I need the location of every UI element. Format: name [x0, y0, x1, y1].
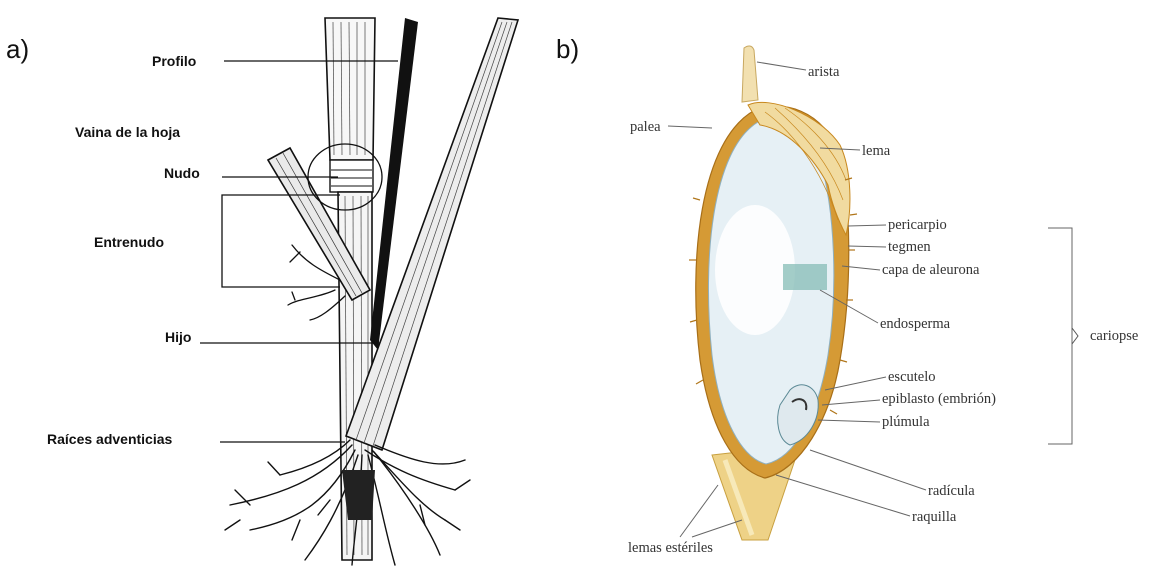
label-lema: lema: [862, 143, 891, 159]
label-entrenudo: Entrenudo: [94, 234, 164, 250]
leader-tegmen: [848, 246, 886, 247]
leader-pericarpio: [848, 225, 886, 226]
label-vaina: Vaina de la hoja: [75, 124, 180, 140]
aleurone-patch: [783, 264, 827, 290]
label-tegmen: tegmen: [888, 239, 931, 255]
leader-radicula: [810, 450, 926, 490]
rice-plant-drawing: [225, 18, 518, 565]
label-arista: arista: [808, 64, 840, 80]
label-epiblasto: epiblasto (embrión): [882, 391, 996, 407]
label-profilo: Profilo: [152, 53, 196, 69]
label-raquilla: raquilla: [912, 509, 957, 525]
label-escutelo: escutelo: [888, 369, 936, 385]
label-hijo: Hijo: [165, 329, 191, 345]
node-band: [330, 160, 373, 192]
label-radicula: radícula: [928, 483, 975, 499]
label-pericarpio: pericarpio: [888, 217, 947, 233]
panel-b: b): [556, 34, 1138, 556]
label-cariopse: cariopse: [1090, 328, 1138, 344]
leader-epiblasto: [822, 400, 880, 405]
label-plumula: plúmula: [882, 414, 930, 430]
bracket-cariopse: [1048, 228, 1072, 444]
label-endosperma: endosperma: [880, 316, 951, 332]
leader-arista: [757, 62, 806, 70]
label-aleurona: capa de aleurona: [882, 262, 980, 278]
leader-plumula: [818, 420, 880, 422]
awn-shape: [742, 46, 758, 102]
panel-a: a): [6, 18, 518, 565]
panel-a-letter: a): [6, 34, 29, 64]
panel-b-letter: b): [556, 34, 579, 64]
leader-palea: [668, 126, 712, 128]
leader-raquilla: [776, 475, 910, 516]
label-raices: Raíces adventicias: [47, 431, 173, 447]
rice-grain-drawing: [689, 46, 857, 540]
label-lemas-esteriles: lemas estériles: [628, 540, 713, 556]
label-nudo: Nudo: [164, 165, 200, 181]
label-palea: palea: [630, 119, 661, 135]
